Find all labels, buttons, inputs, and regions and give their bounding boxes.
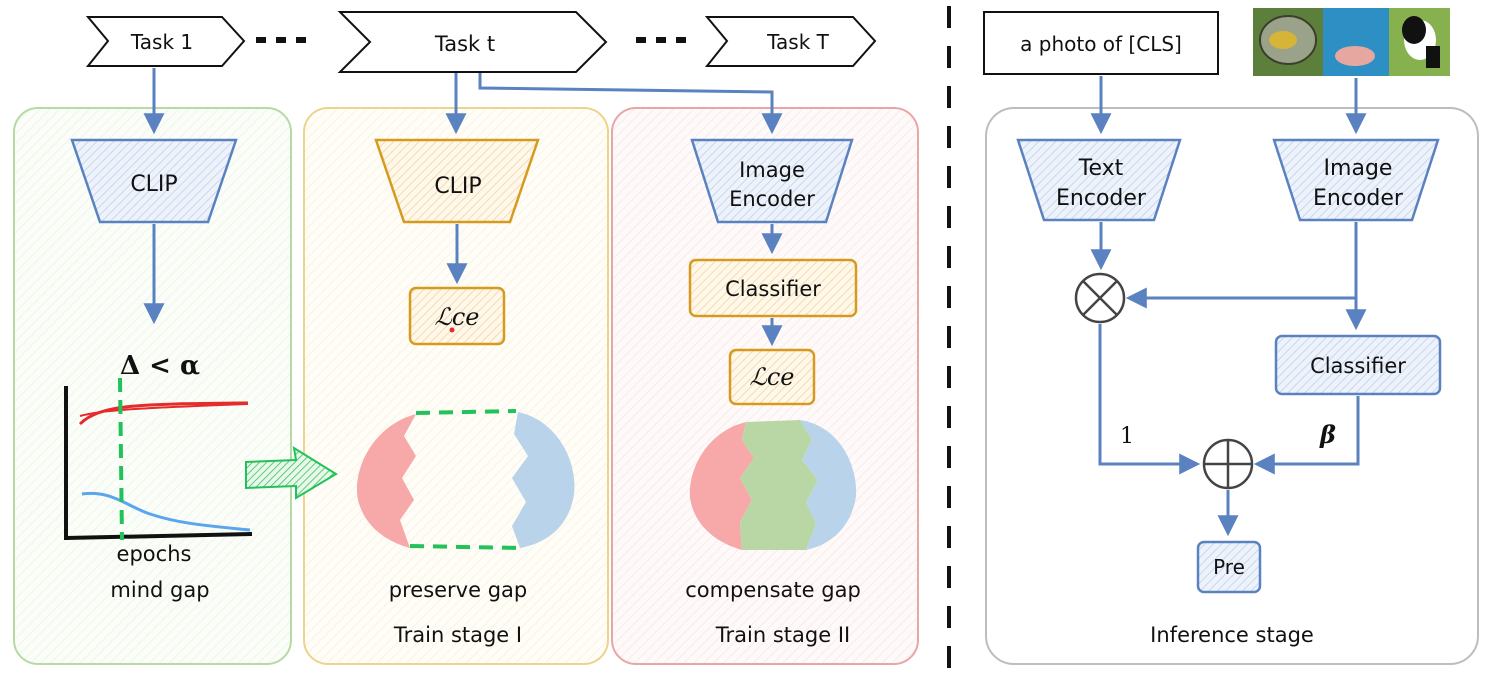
mind-gap-caption: mind gap [110,578,209,602]
task-t-label: Task t [434,32,495,56]
compensate-gap-figure [689,420,857,550]
image-encoder-inference-line1: Image [1324,156,1393,181]
task-T-label: Task T [766,30,830,54]
loss-label-yellow: ℒce [435,303,480,331]
classifier-label-inference: Classifier [1310,354,1406,378]
loss-label-red: ℒce [750,363,795,391]
multiply-operator [1074,272,1126,324]
classifier-box-inference [1274,334,1442,396]
transition-arrow [245,445,338,500]
ellipsis-2 [636,37,686,43]
task-banner-t: Task t [337,11,608,73]
clip-encoder-green [70,138,238,224]
loss-box-yellow [408,286,506,346]
text-encoder-line1: Text [1078,156,1124,181]
image-encoder-inference-line2: Encoder [1313,186,1404,211]
input-images [1253,8,1450,76]
arrow-multiply-sum [1098,324,1201,475]
inference-stage-label: Inference stage [1150,623,1314,647]
prompt-box [983,11,1219,75]
clip-encoder-yellow [374,138,540,224]
weight-left-label: 1 [1120,424,1134,449]
loss-dot [449,327,455,333]
preserve-gap-figure [356,409,575,550]
prompt-label: a photo of [CLS] [1020,32,1182,56]
sum-operator [1202,438,1254,490]
ellipsis-1 [256,37,306,43]
image-encoder-red-line2: Encoder [729,187,815,211]
train-stage-2-label: Train stage II [715,623,850,647]
compensate-gap-caption: compensate gap [685,578,861,602]
task-1-label: Task 1 [130,30,193,54]
classifier-box-red [688,258,858,318]
train-stage-1-label: Train stage I [393,623,522,647]
clip-label-yellow: CLIP [434,174,481,199]
arrow-classifier-sum [1253,396,1360,475]
epochs-label: epochs [117,542,192,566]
weight-right-label: β [1319,420,1336,449]
loss-curve-plot [64,377,253,541]
task-banner-1: Task 1 [85,16,246,67]
output-box [1196,540,1262,594]
image-encoder-red [690,138,854,224]
loss-box-red [728,348,816,406]
output-label: Pre [1213,555,1245,579]
condition-label: Δ < α [120,351,200,381]
classifier-label-red: Classifier [725,277,821,301]
arrow-taskt-image-encoder [478,73,783,135]
text-encoder-line2: Encoder [1056,186,1147,211]
text-encoder-box [1016,138,1182,222]
preserve-gap-caption: preserve gap [389,578,527,602]
image-encoder-inference-box [1272,138,1440,222]
clip-label-green: CLIP [130,172,177,197]
task-banner-T: Task T [704,16,877,67]
image-encoder-red-line1: Image [739,158,805,182]
